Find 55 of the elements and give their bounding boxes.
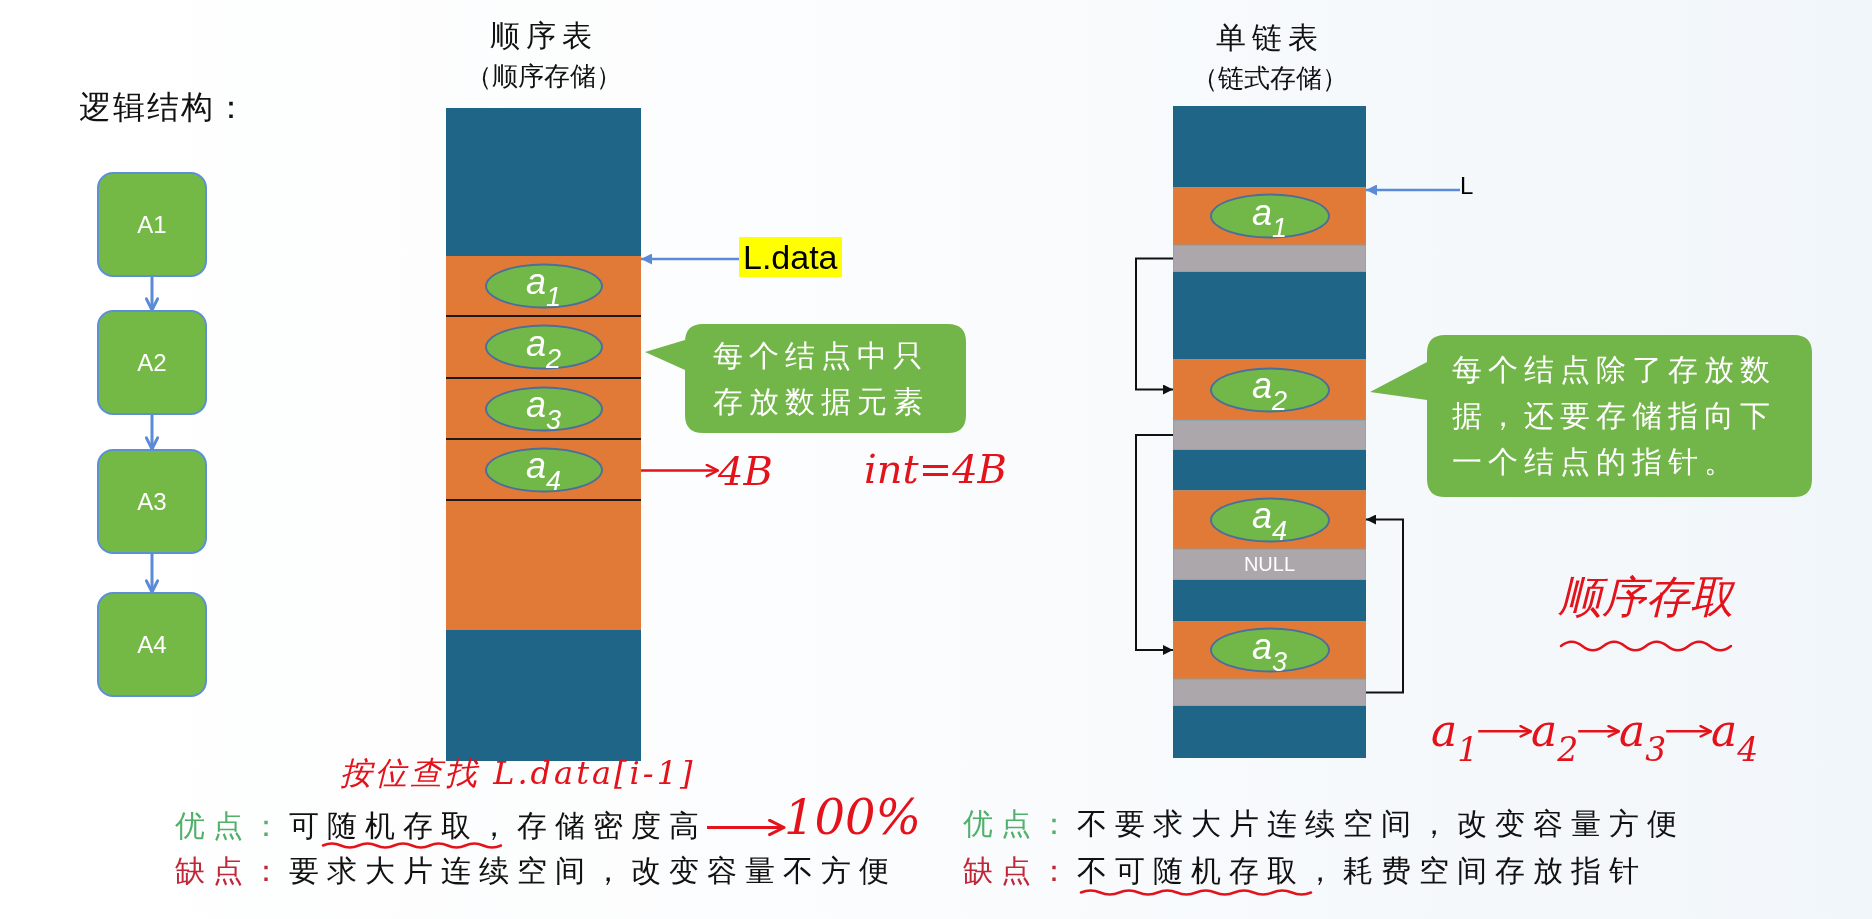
advantage-text: 不要求大片连续空间，改变容量方便 <box>1077 806 1685 842</box>
data-ellipse: a$_{1}$ <box>1209 193 1330 239</box>
pointer-label: L.data <box>739 237 842 277</box>
data-field <box>1173 621 1366 679</box>
handwritten-arrow <box>1478 724 1533 738</box>
pointer-label: L <box>1460 172 1474 200</box>
data-field <box>1173 187 1366 245</box>
data-ellipse: a$_{4}$ <box>484 447 603 492</box>
data-ellipse: a$_{4}$ <box>1209 497 1330 542</box>
rounded-box: A2 <box>97 310 207 415</box>
handwritten-arrow <box>641 463 720 478</box>
data-field <box>1173 359 1366 420</box>
column-subheading: （链式存储） <box>1191 62 1348 94</box>
handwritten-arrow <box>1578 724 1621 738</box>
handwritten-note: 顺序存取 <box>1558 572 1734 622</box>
arrow <box>144 554 160 594</box>
speech-bubble: 每个结点中只存放数据元素 <box>645 324 966 433</box>
rounded-box: A1 <box>97 172 207 277</box>
data-ellipse: a$_{2}$ <box>484 324 603 370</box>
data-ellipse: a$_{3}$ <box>1209 627 1330 673</box>
data-ellipse: a$_{3}$ <box>484 386 603 431</box>
advantage-label: 优点： <box>963 806 1077 842</box>
handwritten-arrow <box>1666 724 1713 738</box>
rounded-box: A4 <box>97 592 207 697</box>
pointer-arrow <box>641 253 739 265</box>
handwritten-note: int=4B <box>864 446 1007 492</box>
pointer-field <box>1173 420 1366 450</box>
disadvantage-label: 缺点： <box>963 853 1077 889</box>
handwritten-arrow <box>707 818 786 837</box>
disadvantage-text: 不可随机存取，耗费空间存放指针 <box>1077 853 1647 889</box>
column-subheading: （顺序存储） <box>465 60 622 92</box>
disadvantage-label: 缺点： <box>175 853 289 889</box>
data-ellipse: a$_{1}$ <box>484 263 603 308</box>
advantage-text: 可随机存取，存储密度高 <box>289 808 707 843</box>
rounded-box: A3 <box>97 449 207 554</box>
arrow <box>144 415 160 451</box>
arrow <box>144 277 160 312</box>
link-arrow <box>1365 514 1404 694</box>
pointer-arrow <box>1366 184 1460 196</box>
column-heading: 单链表 <box>1215 20 1324 56</box>
data-ellipse: a$_{2}$ <box>1209 367 1330 412</box>
disadvantage-text: 要求大片连续空间，改变容量不方便 <box>289 853 897 889</box>
advantage-label: 优点： <box>175 808 289 843</box>
pointer-field <box>1173 679 1366 706</box>
pointer-field <box>1173 245 1366 272</box>
pointer-field: NULL <box>1173 549 1366 580</box>
data-field <box>1173 490 1366 549</box>
speech-bubble: 每个结点除了存放数据，还要存储指向下一个结点的指针。 <box>1370 335 1812 497</box>
section-heading: 逻辑结构： <box>79 88 249 126</box>
column-heading: 顺序表 <box>489 18 598 54</box>
link-arrow <box>1135 257 1174 395</box>
handwritten-note: 100% <box>784 790 922 846</box>
handwritten-note: 4B <box>718 448 773 494</box>
handwritten-note: 按位查找 L.data[i-1] <box>340 754 696 792</box>
link-arrow <box>1135 434 1174 655</box>
